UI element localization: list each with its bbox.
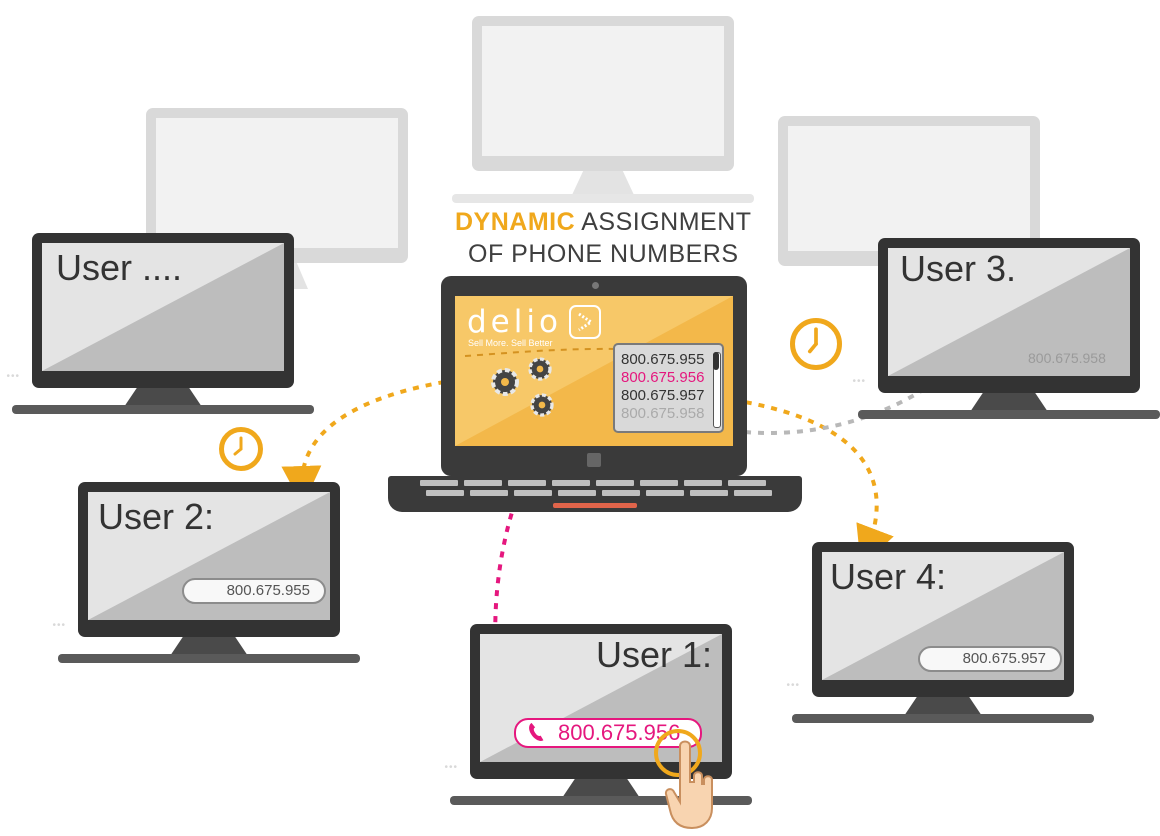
keyboard-key — [426, 490, 464, 496]
user-label: User 3. — [900, 248, 1017, 289]
phone-number-pool: 800.675.955 800.675.956 800.675.957 800.… — [613, 343, 724, 433]
diagram-title-line2: OF PHONE NUMBERS — [468, 240, 739, 268]
tap-target-ring — [654, 729, 702, 777]
keyboard-key — [420, 480, 458, 486]
laptop-home-button — [587, 453, 601, 467]
user-label: User 4: — [830, 556, 947, 597]
keyboard-key — [734, 490, 772, 496]
phone-number-pill: 800.675.955 — [182, 578, 326, 604]
pool-scroll-thumb — [713, 352, 719, 370]
phone-handset-icon — [529, 722, 544, 741]
pool-number: 800.675.958 — [621, 405, 705, 422]
keyboard-key — [596, 480, 634, 486]
gear-icon — [530, 393, 554, 417]
pool-number-active: 800.675.956 — [621, 369, 705, 386]
keyboard-key — [728, 480, 766, 486]
keyboard-key — [514, 490, 552, 496]
diagram-title-line1: DYNAMIC ASSIGNMENT — [455, 208, 752, 236]
clock-icon — [219, 427, 263, 471]
pool-number: 800.675.957 — [621, 387, 705, 404]
user-label: User 1: — [596, 634, 713, 675]
brand-logo-icon — [569, 305, 601, 339]
keyboard-key — [690, 490, 728, 496]
user-label: User 2: — [98, 496, 215, 537]
pointing-hand-icon — [664, 740, 713, 830]
keyboard-key — [552, 480, 590, 486]
arrow-to-user4 — [719, 396, 894, 567]
keyboard-key — [470, 490, 508, 496]
keyboard-key — [508, 480, 546, 486]
laptop-trackpad — [553, 503, 637, 508]
keyboard-key — [602, 490, 640, 496]
keyboard-key — [646, 490, 684, 496]
keyboard-key — [558, 490, 596, 496]
keyboard-key — [464, 480, 502, 486]
keyboard-key — [684, 480, 722, 486]
brand-logo-text: delio — [467, 304, 562, 340]
brand-tagline: Sell More. Sell Better — [468, 338, 553, 348]
keyboard-key — [640, 480, 678, 486]
phone-number-pill: 800.675.957 — [918, 646, 1062, 672]
pool-number: 800.675.955 — [621, 351, 705, 368]
phone-number: 800.675.958 — [1028, 350, 1106, 366]
clock-icon — [790, 318, 842, 370]
gear-icon — [491, 368, 519, 396]
user-label: User .... — [56, 247, 183, 288]
gear-icon — [528, 357, 552, 381]
laptop-camera — [592, 282, 599, 289]
